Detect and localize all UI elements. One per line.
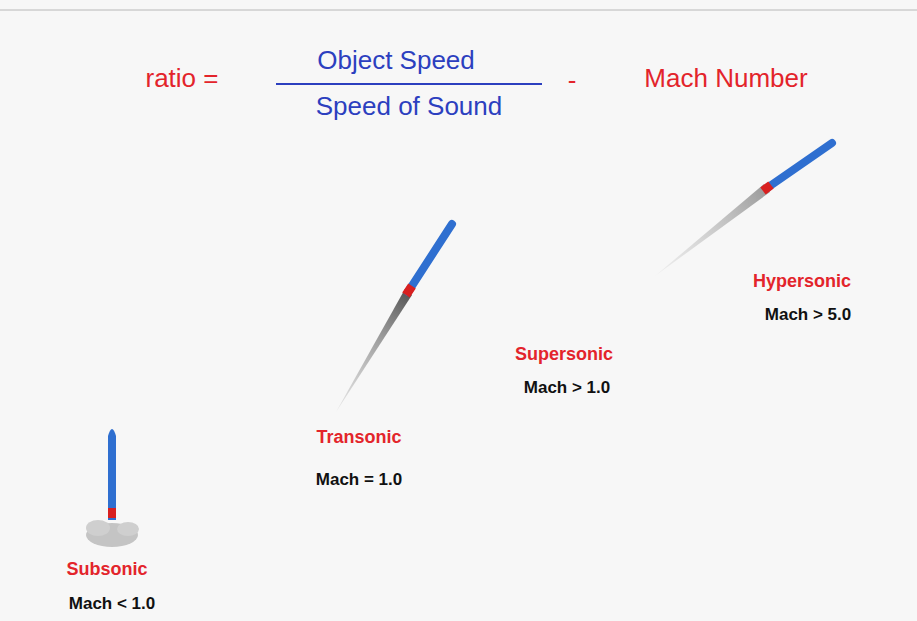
mach-range: Mach = 1.0: [316, 471, 402, 490]
regime-name: Subsonic: [66, 560, 147, 580]
subsonic-rocket: [86, 429, 139, 547]
regime-name: Hypersonic: [753, 272, 851, 292]
formula-text: -: [568, 66, 577, 95]
regime-name: Transonic: [316, 428, 401, 448]
mach-range: Mach > 1.0: [524, 379, 610, 398]
formula-text: Mach Number: [644, 64, 807, 93]
formula-text: ratio =: [146, 64, 219, 93]
fraction-bar: [276, 83, 542, 85]
hypersonic-rocket: [655, 143, 832, 276]
transonic-rocket: [336, 224, 452, 412]
regime-name: Supersonic: [515, 345, 613, 365]
top-rule: [0, 10, 917, 11]
denominator: Speed of Sound: [316, 92, 503, 121]
numerator: Object Speed: [317, 46, 475, 75]
mach-range: Mach > 5.0: [765, 306, 851, 325]
mach-range: Mach < 1.0: [69, 595, 155, 614]
